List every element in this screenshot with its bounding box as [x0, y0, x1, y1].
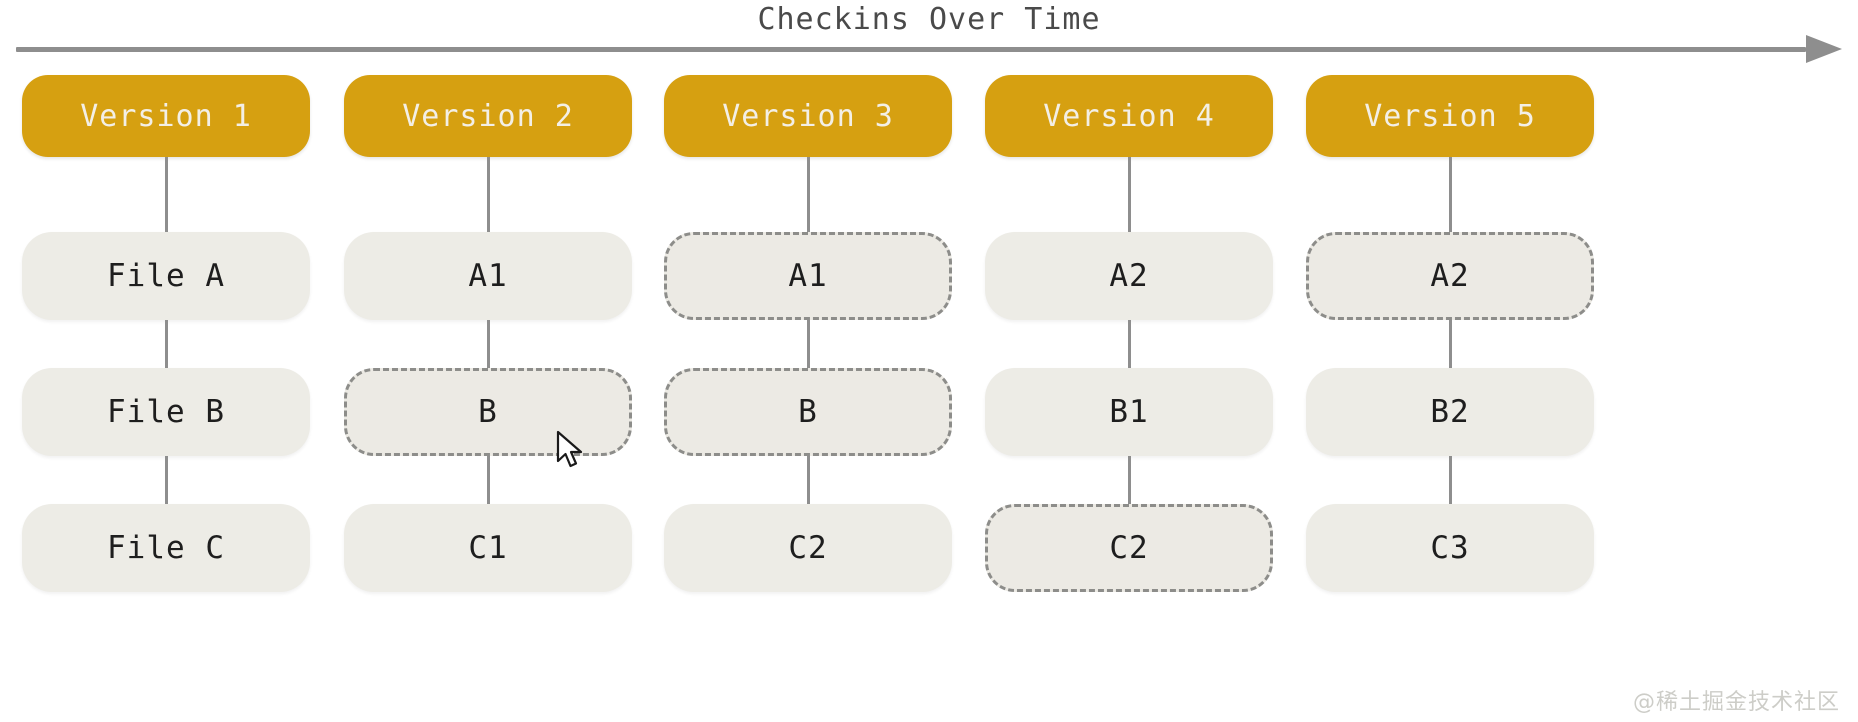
- version-pill-1[interactable]: Version 1: [22, 75, 310, 157]
- connector-line: [806, 456, 810, 504]
- file-node[interactable]: A1: [664, 232, 952, 320]
- version-pill-4[interactable]: Version 4: [985, 75, 1273, 157]
- connector-line: [1127, 157, 1131, 232]
- file-node[interactable]: A2: [985, 232, 1273, 320]
- version-pill-3[interactable]: Version 3: [664, 75, 952, 157]
- connector-line: [806, 157, 810, 232]
- file-node[interactable]: File C: [22, 504, 310, 592]
- file-node[interactable]: B: [344, 368, 632, 456]
- connector-line: [486, 320, 490, 368]
- file-node[interactable]: A1: [344, 232, 632, 320]
- connector-line: [806, 320, 810, 368]
- connector-line: [1127, 456, 1131, 504]
- file-node[interactable]: C2: [664, 504, 952, 592]
- file-node[interactable]: File A: [22, 232, 310, 320]
- connector-line: [164, 456, 168, 504]
- connector-line: [486, 456, 490, 504]
- file-node[interactable]: A2: [1306, 232, 1594, 320]
- timeline-axis: [16, 35, 1842, 63]
- page-title: Checkins Over Time: [757, 2, 1101, 37]
- version-pill-5[interactable]: Version 5: [1306, 75, 1594, 157]
- arrow-right-icon: [1806, 35, 1842, 63]
- version-pill-2[interactable]: Version 2: [344, 75, 632, 157]
- file-node[interactable]: C1: [344, 504, 632, 592]
- connector-line: [1448, 320, 1452, 368]
- watermark-text: @稀土掘金技术社区: [1632, 690, 1840, 715]
- connector-line: [1448, 456, 1452, 504]
- file-node[interactable]: File B: [22, 368, 310, 456]
- timeline-axis-line: [16, 47, 1806, 52]
- connector-line: [1127, 320, 1131, 368]
- file-node[interactable]: B1: [985, 368, 1273, 456]
- connector-line: [164, 320, 168, 368]
- connector-line: [486, 157, 490, 232]
- file-node[interactable]: C2: [985, 504, 1273, 592]
- file-node[interactable]: B2: [1306, 368, 1594, 456]
- file-node[interactable]: C3: [1306, 504, 1594, 592]
- connector-line: [1448, 157, 1452, 232]
- connector-line: [164, 157, 168, 232]
- file-node[interactable]: B: [664, 368, 952, 456]
